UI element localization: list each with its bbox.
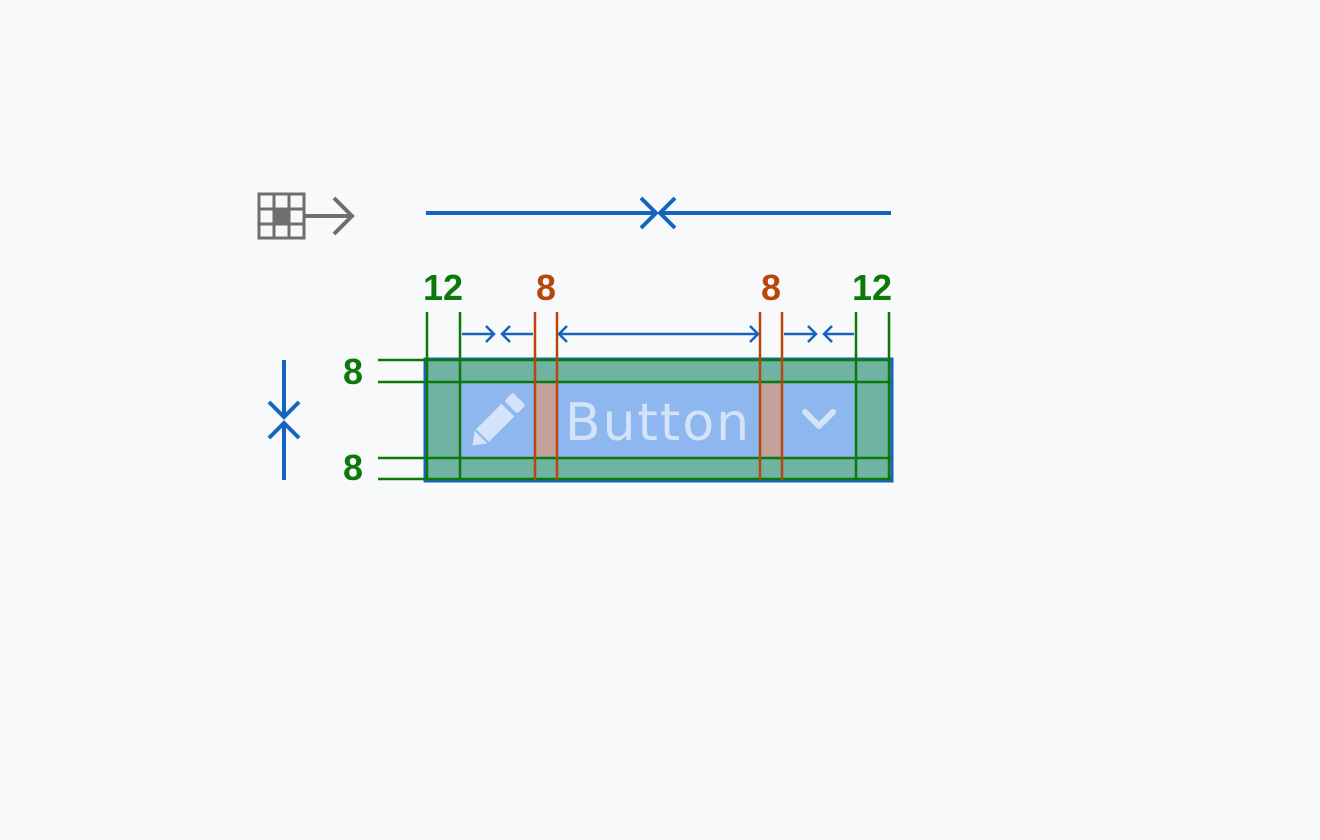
- gap-area-left: [535, 382, 557, 458]
- gap-guides: [533, 312, 784, 480]
- pencil-icon: [472, 393, 525, 446]
- chevron-down-icon: [802, 409, 836, 429]
- button-anatomy: Button: [423, 357, 894, 483]
- segment-dimension-arrows: [462, 325, 854, 343]
- content-area: [460, 382, 856, 458]
- padding-bottom-label: 8: [343, 447, 363, 488]
- gap-right-label: 8: [761, 267, 781, 308]
- gap-left-label: 8: [536, 267, 556, 308]
- gap-area-right: [760, 382, 782, 458]
- padding-left-label: 12: [423, 267, 463, 308]
- grid-center-arrow-icon: [257, 192, 355, 240]
- padding-guides: [378, 312, 891, 481]
- padding-right-label: 12: [852, 267, 892, 308]
- horizontal-center-dimension: [426, 196, 891, 230]
- padding-top-label: 8: [343, 351, 363, 392]
- button-label: Button: [565, 393, 751, 453]
- vertical-center-dimension: [267, 360, 301, 480]
